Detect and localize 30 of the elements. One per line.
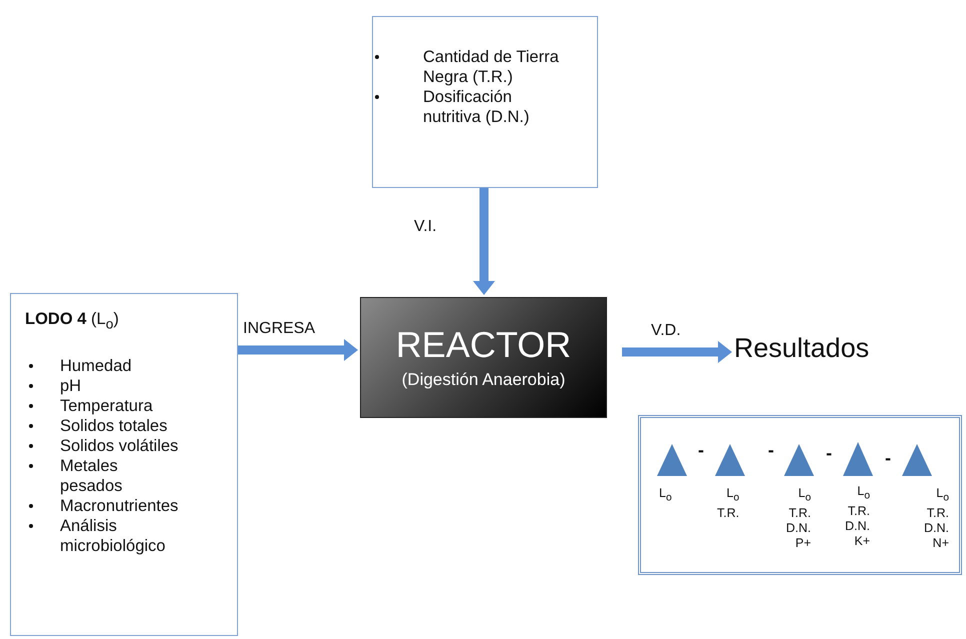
result-label: L$_{o}$ T.R. D.N. P+ <box>786 486 811 550</box>
bullet-item: Macronutrientes <box>60 497 178 515</box>
separator-dash: - <box>768 440 774 461</box>
result-text: Resultados <box>734 333 904 373</box>
result-label: L$_{o}$ <box>659 486 672 506</box>
block-arrow <box>473 188 495 295</box>
bullet-item: Cantidad de Tierra Negra (T.R.) <box>423 48 559 86</box>
separator-dash: - <box>885 448 891 469</box>
block-arrow <box>238 339 358 361</box>
reactor-subtitle: (Digestión Anaerobia) <box>402 370 566 390</box>
result-label: L$_{o}$ T.R. <box>717 486 740 520</box>
bullet-item: Temperatura <box>60 397 153 415</box>
box-heading: LODO 4 (L$_{o}$) <box>25 310 119 332</box>
reactor-box <box>360 297 607 418</box>
results-panel <box>638 415 962 575</box>
result-label: L$_{o}$ T.R. D.N. K+ <box>845 484 870 548</box>
variable-box <box>372 16 598 188</box>
separator-dash: - <box>826 443 832 464</box>
variable-box <box>10 293 238 636</box>
bullet-item: Dosificación nutritiva (D.N.) <box>423 88 530 126</box>
separator-dash: - <box>698 440 704 461</box>
bullet-item: Solidos volátiles <box>60 437 178 455</box>
bullet-item: pH <box>60 377 82 395</box>
result-label: L$_{o}$ T.R. D.N. N+ <box>924 486 949 550</box>
block-arrow <box>622 341 732 363</box>
reactor-title: REACTOR <box>396 324 572 364</box>
bullet-item: Humedad <box>60 357 132 375</box>
bullet-item: Análisis microbiológico <box>60 517 166 555</box>
bullet-item: Metales pesados <box>60 457 122 495</box>
bullet-item: Solidos totales <box>60 417 168 435</box>
